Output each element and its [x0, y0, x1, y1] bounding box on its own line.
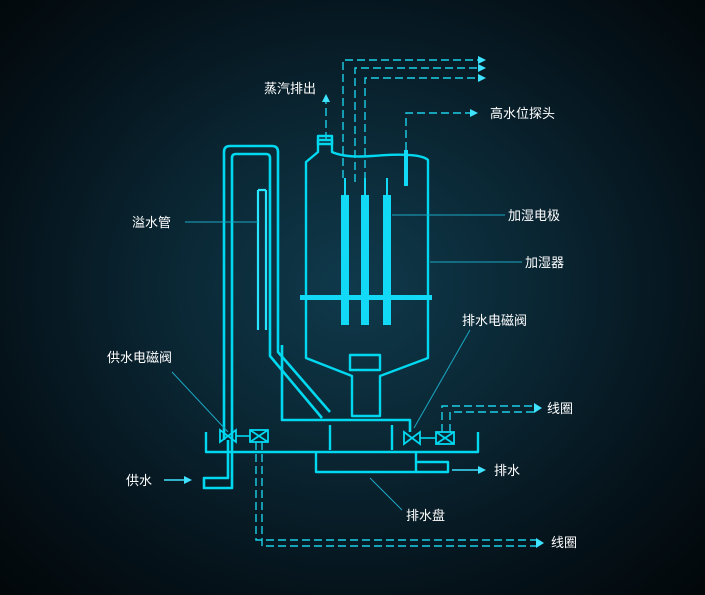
- high-level-probe: [404, 150, 408, 186]
- electrode-3: [383, 195, 391, 325]
- drain-pan-inner: [328, 425, 394, 450]
- steam-outlet-arrow: [322, 94, 330, 140]
- leader-lines: [171, 214, 522, 511]
- supply-pipe: [202, 440, 234, 490]
- overflow-return: [280, 345, 412, 432]
- electrode-bar: [300, 295, 432, 300]
- label-steam-outlet: 蒸汽排出: [264, 82, 316, 97]
- label-drain-solenoid-valve: 排水电磁阀: [462, 314, 527, 329]
- drain-pan-outline: [204, 432, 480, 454]
- high-level-probe-line: [405, 109, 478, 150]
- overflow-pipe-inner: [230, 152, 323, 440]
- label-high-level-probe: 高水位探头: [490, 106, 555, 122]
- label-humidifying-electrode: 加湿电极: [508, 209, 560, 224]
- label-coil-right: 线圈: [547, 402, 573, 417]
- vessel-top-cap: [316, 134, 334, 146]
- vessel-neck: [348, 353, 382, 372]
- drain-outlet: [416, 460, 450, 474]
- drain-solenoid-valve: [403, 430, 455, 446]
- label-overflow-pipe: 溢水管: [132, 216, 171, 231]
- supply-solenoid-valve: [219, 428, 269, 444]
- label-water-supply: 供水: [126, 474, 152, 489]
- coil-lines-right: [441, 403, 542, 432]
- electrode-2: [361, 195, 369, 325]
- humidifying-electrodes: [300, 178, 432, 325]
- coil-lines-bottom: [255, 442, 544, 548]
- humidifier-vessel: [304, 138, 430, 418]
- overflow-pipe-outer: [222, 144, 331, 440]
- drain-arrow: [478, 466, 486, 474]
- label-drain: 排水: [494, 464, 520, 479]
- steam-outlet-lines: [342, 56, 486, 192]
- supply-arrow: [184, 476, 192, 484]
- label-supply-solenoid-valve: 供水电磁阀: [107, 351, 172, 366]
- drain-pan-well: [314, 452, 418, 474]
- overflow-inner-tube: [256, 188, 268, 330]
- label-drain-pan: 排水盘: [406, 508, 445, 524]
- label-humidifier: 加湿器: [525, 256, 564, 271]
- label-coil-bottom: 线圈: [551, 536, 577, 551]
- electrode-1: [341, 195, 349, 325]
